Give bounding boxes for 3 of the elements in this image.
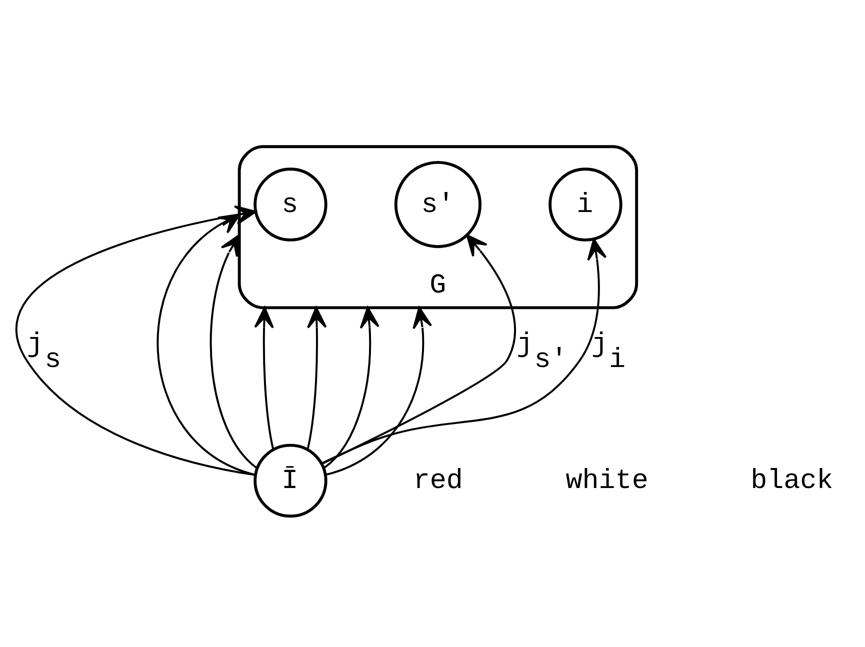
label: white [566, 466, 648, 498]
label: black [750, 466, 834, 498]
label: red [413, 466, 463, 498]
